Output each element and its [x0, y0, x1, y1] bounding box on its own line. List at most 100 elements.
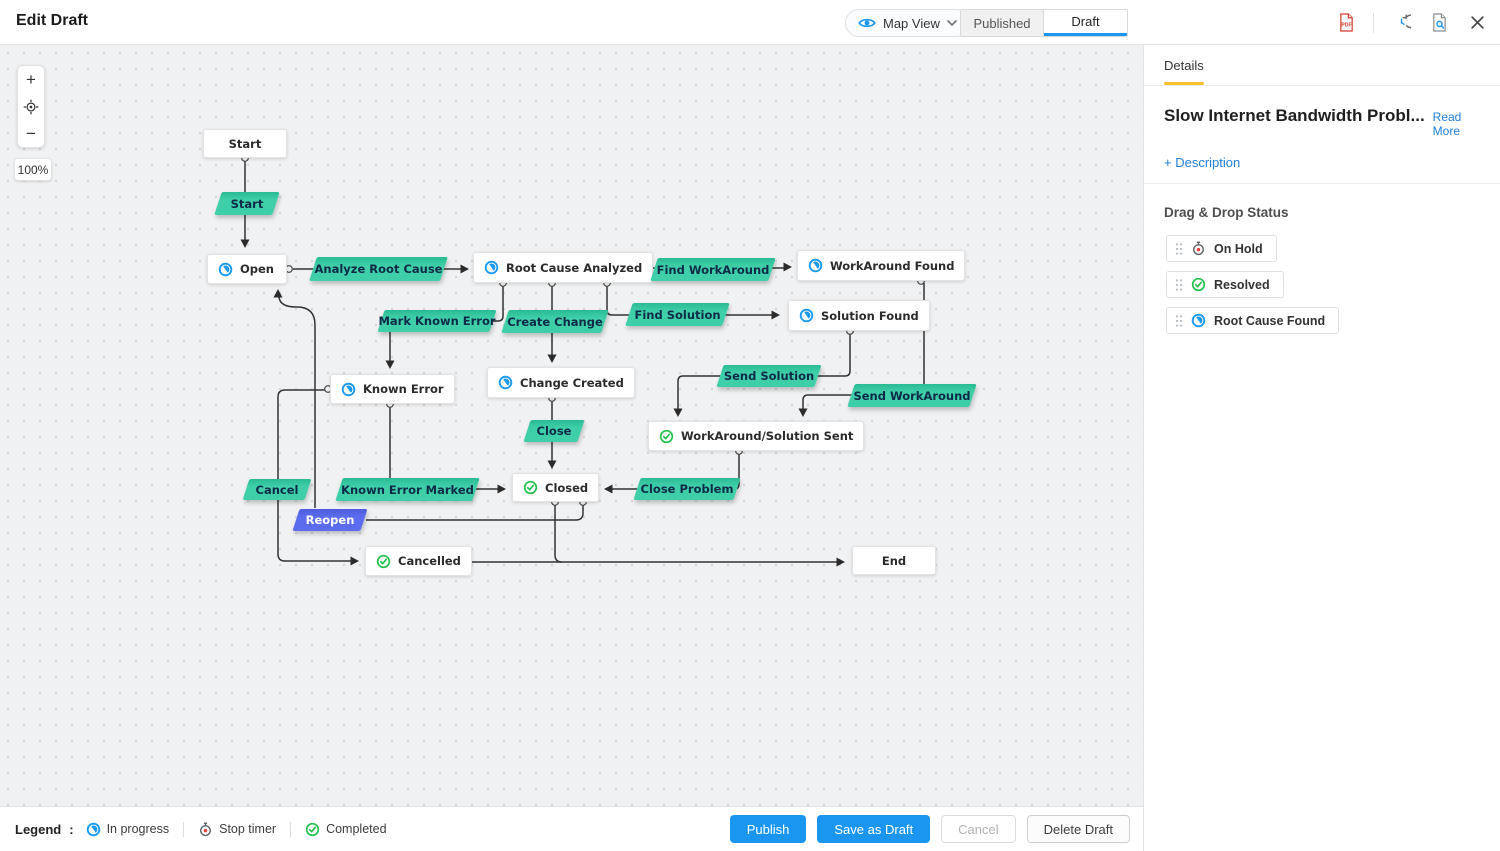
node-label: Change Created [520, 375, 624, 390]
legend-colon: : [69, 821, 74, 837]
tab-details[interactable]: Details [1164, 58, 1204, 73]
transition-label: Send WorkAround [853, 388, 971, 403]
drag-handle-icon[interactable] [1175, 242, 1183, 256]
sidebar-header: Slow Internet Bandwidth Probl... Read Mo… [1144, 86, 1500, 184]
drag-handle-icon[interactable] [1175, 278, 1183, 292]
transition-t-find-workaround[interactable]: Find WorkAround [650, 258, 776, 281]
transition-t-start[interactable]: Start [214, 192, 280, 215]
legend-item-in-progress: In progress [86, 822, 184, 837]
zoom-level-badge: 100% [14, 158, 52, 181]
transition-t-analyze-root-cause[interactable]: Analyze Root Cause [309, 257, 448, 281]
check-icon [305, 822, 320, 837]
tab-published[interactable]: Published [961, 10, 1044, 36]
node-label: Open [240, 262, 274, 276]
transition-label: Find Solution [634, 307, 721, 322]
transition-label: Create Change [507, 314, 603, 329]
details-sidebar: Details Slow Internet Bandwidth Probl...… [1143, 45, 1500, 851]
audit-log-icon[interactable] [1428, 12, 1450, 34]
drag-drop-status-heading: Drag & Drop Status [1164, 205, 1289, 220]
transition-t-find-solution[interactable]: Find Solution [625, 303, 730, 326]
transition-label: Start [230, 196, 264, 211]
svg-text:PDF: PDF [1341, 23, 1351, 29]
map-view-dropdown[interactable]: Map View [845, 9, 970, 37]
divider [1373, 12, 1374, 33]
delete-draft-button[interactable]: Delete Draft [1026, 815, 1130, 843]
top-bar: Edit Draft Map View Published Draft PDF [0, 0, 1500, 45]
read-more-link[interactable]: Read More [1432, 110, 1462, 138]
transition-label: Cancel [255, 482, 299, 497]
action-buttons: Publish Save as Draft Cancel Delete Draf… [729, 815, 1130, 843]
chevron-down-icon [947, 20, 957, 26]
transition-t-send-solution[interactable]: Send Solution [716, 365, 822, 387]
transition-t-close[interactable]: Close [523, 420, 585, 442]
zoom-in-button[interactable]: + [26, 69, 36, 89]
save-as-draft-button[interactable]: Save as Draft [817, 815, 931, 843]
transition-t-known-error-marked[interactable]: Known Error Marked [335, 478, 480, 501]
pie-icon [498, 375, 513, 390]
node-cancelled[interactable]: Cancelled [365, 546, 472, 576]
cancel-button[interactable]: Cancel [941, 815, 1016, 843]
pie-icon [808, 258, 823, 273]
tab-underline [1164, 82, 1204, 85]
stopwatch-icon [198, 822, 213, 837]
pie-icon [341, 382, 356, 397]
topbar-icon-group: PDF [1335, 0, 1488, 45]
node-change-created[interactable]: Change Created [487, 367, 635, 398]
fit-to-screen-button[interactable] [17, 93, 45, 120]
legend-item-stop-timer: Stop timer [183, 821, 290, 837]
node-known-error[interactable]: Known Error [330, 374, 455, 404]
pie-icon [218, 262, 233, 277]
node-end[interactable]: End [852, 546, 936, 575]
transition-t-reopen[interactable]: Reopen [292, 509, 368, 531]
publish-button[interactable]: Publish [729, 815, 807, 843]
transition-t-create-change[interactable]: Create Change [501, 310, 609, 333]
drag-handle-icon[interactable] [1175, 314, 1183, 328]
history-icon[interactable] [1390, 12, 1412, 34]
transition-t-send-workaround[interactable]: Send WorkAround [847, 384, 977, 407]
transition-label: Known Error Marked [341, 482, 474, 497]
node-open[interactable]: Open [207, 254, 287, 284]
tab-draft[interactable]: Draft [1044, 10, 1127, 36]
close-icon[interactable] [1466, 12, 1488, 34]
transition-t-cancel[interactable]: Cancel [242, 479, 312, 500]
node-closed[interactable]: Closed [512, 473, 600, 502]
pie-icon [86, 822, 101, 837]
transition-t-mark-known-error[interactable]: Mark Known Error [377, 310, 497, 332]
node-start[interactable]: Start [203, 129, 287, 158]
pie-icon [799, 308, 814, 323]
add-description-link[interactable]: + Description [1164, 155, 1241, 170]
node-label: WorkAround/Solution Sent [681, 429, 854, 443]
transition-label: Mark Known Error [378, 314, 496, 328]
pie-icon [1191, 313, 1206, 328]
transition-t-close-problem[interactable]: Close Problem [633, 478, 741, 500]
transition-label: Find WorkAround [656, 262, 770, 277]
node-workaround-found[interactable]: WorkAround Found [797, 250, 966, 281]
map-view-label: Map View [883, 15, 940, 31]
status-chip-resolved[interactable]: Resolved [1166, 271, 1284, 298]
node-solution-found[interactable]: Solution Found [788, 300, 930, 331]
zoom-controls: + − [17, 65, 45, 148]
export-pdf-icon[interactable]: PDF [1335, 12, 1357, 34]
blueprint-title: Slow Internet Bandwidth Probl... [1164, 106, 1425, 125]
eye-icon [858, 17, 876, 29]
check-icon [523, 480, 538, 495]
legend-item-completed: Completed [290, 821, 400, 837]
status-chip-on-hold[interactable]: On Hold [1166, 235, 1277, 262]
transition-label: Analyze Root Cause [314, 262, 443, 276]
status-chip-root-cause-found[interactable]: Root Cause Found [1166, 307, 1340, 334]
node-workaround-solution-sent[interactable]: WorkAround/Solution Sent [648, 421, 865, 451]
transition-label: Close Problem [640, 482, 734, 496]
node-root-cause-analyzed[interactable]: Root Cause Analyzed [473, 252, 654, 283]
check-icon [1191, 277, 1206, 292]
transition-label: Send Solution [723, 369, 815, 383]
node-label: Known Error [363, 382, 444, 396]
transition-label: Close [536, 424, 572, 438]
zoom-out-button[interactable]: − [26, 123, 36, 143]
node-label: WorkAround Found [830, 258, 955, 273]
